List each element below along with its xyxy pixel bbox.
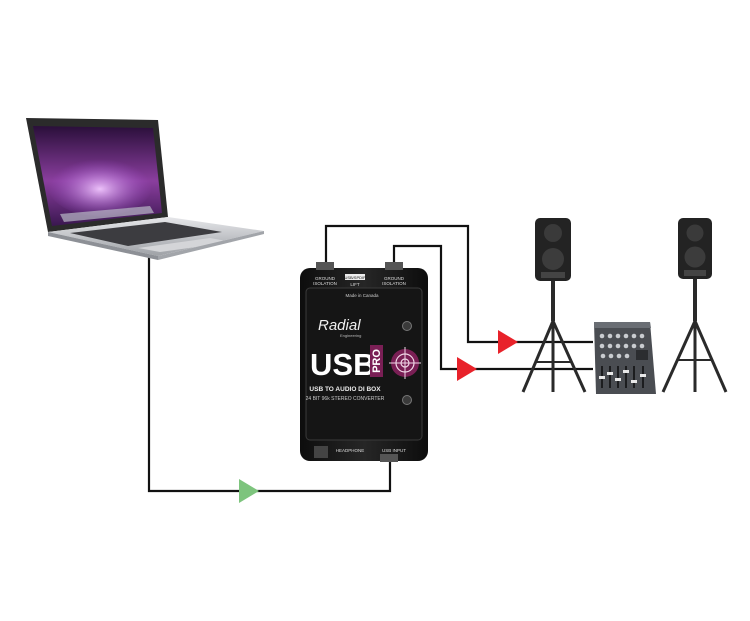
mixer-icon [594,322,656,394]
arrow-output-right-icon [457,357,477,381]
desc-line-1: USB TO AUDIO DI BOX [309,386,381,393]
bottom-label-phones: HEADPHONE [336,448,365,453]
pa-speaker-right-icon [661,218,728,393]
top-label-left-1: GROUND [315,276,336,281]
top-label-right-2: ISOLATION [382,281,406,286]
usb-cable [147,257,392,493]
output-cable-right [392,244,593,371]
target-logo-icon [389,347,421,379]
laptop-icon [26,118,264,260]
top-label-right-1: GROUND [384,276,405,281]
brand-tagline: Engineering [340,333,361,338]
desc-line-2: 24 BIT 96k STEREO CONVERTER [306,396,385,402]
top-label-mid-1: USB/SPDIF [344,275,366,280]
model-main: USB [310,347,375,382]
bottom-label-usb: USB INPUT [382,448,406,453]
brand-logo: Radial [318,317,361,334]
di-box-icon: GROUND ISOLATION USB/SPDIF LIFT GROUND I… [300,262,428,462]
arrow-input-icon [239,479,259,503]
screw-icon [402,395,412,405]
arrow-output-left-icon [498,330,518,354]
model-sub: PRO [371,349,383,373]
top-label-left-2: ISOLATION [313,281,337,286]
screw-icon [402,321,412,331]
pa-speaker-left-icon [521,218,587,393]
made-in-label: Made in Canada [345,293,379,298]
top-label-mid-2: LIFT [350,282,360,287]
